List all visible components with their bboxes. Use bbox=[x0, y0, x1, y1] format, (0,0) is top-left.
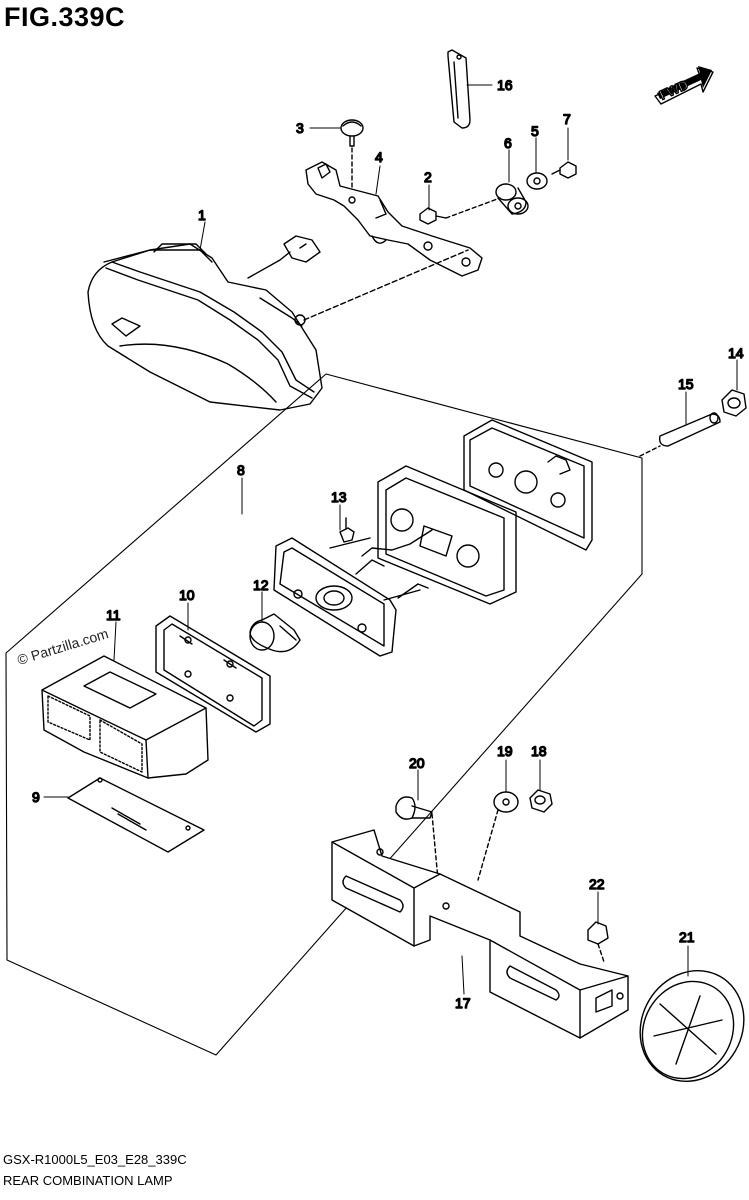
kit-boundary bbox=[5, 373, 643, 1056]
leader-lines bbox=[43, 84, 738, 995]
fwd-label: FWD bbox=[657, 77, 690, 103]
part-18-nut bbox=[529, 789, 553, 813]
callout-5: 5 bbox=[531, 123, 539, 139]
fwd-arrow-icon: FWD bbox=[654, 66, 714, 105]
callout-8: 8 bbox=[237, 462, 245, 478]
callout-labels: 1 2 3 4 5 6 7 8 9 10 11 12 13 14 15 16 1… bbox=[31, 76, 744, 1011]
part-22-nut bbox=[587, 921, 609, 945]
part-15-collar bbox=[658, 412, 721, 447]
part-16-clamp bbox=[447, 49, 471, 129]
leader-dashed bbox=[639, 445, 661, 457]
callout-1: 1 bbox=[198, 207, 206, 223]
part-12-bulb bbox=[249, 613, 301, 653]
callout-7: 7 bbox=[563, 111, 571, 127]
lamp-housing bbox=[377, 465, 517, 605]
callout-6: 6 bbox=[504, 135, 512, 151]
callout-22: 22 bbox=[589, 876, 605, 892]
part-2-bolt bbox=[419, 207, 447, 225]
callout-21: 21 bbox=[679, 929, 695, 945]
callout-13: 13 bbox=[331, 489, 347, 505]
part-4-bracket bbox=[305, 161, 483, 277]
callout-16: 16 bbox=[497, 77, 513, 93]
part-6-grommet bbox=[495, 183, 529, 215]
part-7-screw bbox=[551, 161, 577, 179]
leader-dashed bbox=[477, 809, 499, 881]
part-20-screw bbox=[395, 796, 433, 820]
callout-12: 12 bbox=[253, 577, 269, 593]
callout-9: 9 bbox=[32, 789, 40, 805]
figure-title: FIG.339C bbox=[4, 2, 126, 32]
callout-17: 17 bbox=[455, 995, 471, 1011]
callout-2: 2 bbox=[424, 169, 432, 185]
figure-name: REAR COMBINATION LAMP bbox=[3, 1173, 173, 1188]
callout-18: 18 bbox=[531, 743, 547, 759]
part-3-screw bbox=[340, 119, 364, 147]
part-5-washer bbox=[526, 172, 548, 190]
socket-base bbox=[273, 529, 433, 657]
part-10-gasket bbox=[155, 615, 271, 733]
leader-dashed bbox=[445, 197, 501, 219]
part-21-reflector bbox=[639, 969, 745, 1083]
part-19-washer bbox=[493, 791, 519, 813]
callout-20: 20 bbox=[409, 755, 425, 771]
part-13-bolt bbox=[339, 517, 355, 543]
callout-3: 3 bbox=[296, 120, 304, 136]
callout-15: 15 bbox=[678, 376, 694, 392]
callout-19: 19 bbox=[497, 743, 513, 759]
callout-4: 4 bbox=[375, 149, 383, 165]
callout-11: 11 bbox=[106, 607, 121, 623]
leader-dashed bbox=[597, 943, 605, 963]
part-17-bracket bbox=[331, 829, 629, 1039]
part-9-reflector-plate bbox=[67, 777, 205, 853]
callout-10: 10 bbox=[179, 587, 195, 603]
leader-dashed bbox=[303, 249, 469, 321]
part-1-lamp-assembly bbox=[87, 235, 323, 411]
part-11-lens bbox=[41, 655, 209, 779]
callout-14: 14 bbox=[728, 345, 744, 361]
model-code: GSX-R1000L5_E03_E28_339C bbox=[3, 1152, 187, 1167]
part-14-nut bbox=[721, 389, 747, 417]
